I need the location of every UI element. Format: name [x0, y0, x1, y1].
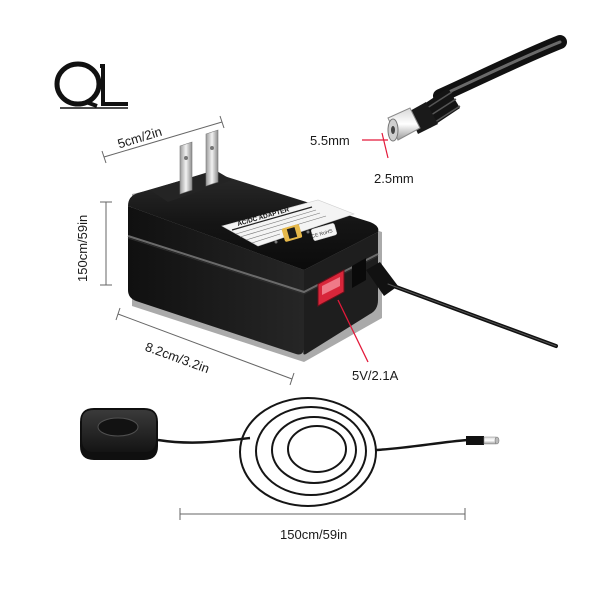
usb-output-label: 5V/2.1A	[352, 368, 399, 383]
body-height-label: 150cm/59in	[75, 214, 90, 282]
adapter-body	[127, 173, 382, 362]
dimension-lines	[100, 115, 466, 520]
svg-text:CE RoHS: CE RoHS	[311, 228, 334, 240]
plug-prongs	[150, 129, 232, 202]
voltage-selector-dial	[274, 224, 310, 244]
output-cable	[366, 262, 558, 348]
connector-inner-label: 2.5mm	[374, 171, 414, 186]
brand-logo	[54, 61, 128, 109]
usb-port	[317, 258, 366, 307]
cable-length-label: 150cm/59in	[280, 527, 348, 542]
spec-label: AC/DC ADAPTER	[221, 199, 355, 247]
dc-connector-closeup	[362, 35, 567, 159]
polarity-switch: CE RoHS	[311, 223, 337, 241]
usb-pointer-line	[337, 299, 369, 363]
inline-switch-cable	[80, 397, 500, 507]
connector-outer-label: 5.5mm	[310, 133, 350, 148]
